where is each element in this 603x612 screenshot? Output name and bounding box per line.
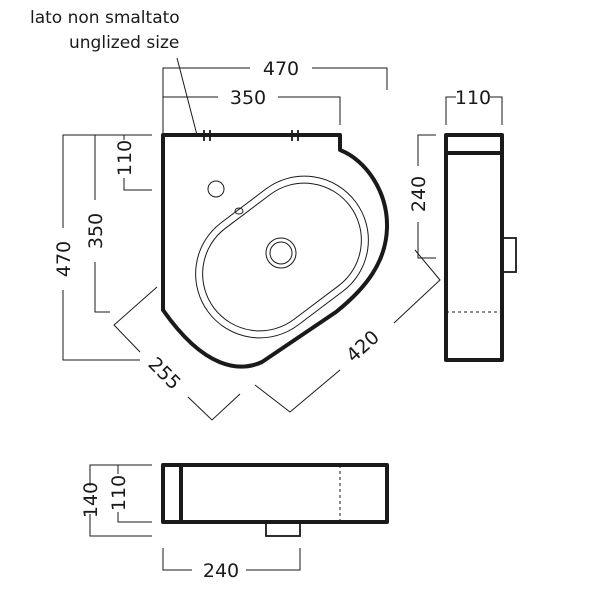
bowl [195,175,369,339]
side-outline [444,133,504,362]
drain-icon [265,237,297,269]
side-drain [501,237,517,273]
dim-front-width: 240 [162,548,301,582]
dim-diag-short-label: 255 [144,353,185,394]
dim-left-total-label: 470 [53,241,75,277]
note-line-1: lato non smaltato [30,8,180,28]
dim-diag-short: 255 [113,286,241,421]
tap-hole-icon [207,180,225,198]
dim-side-width: 110 [445,87,503,125]
overflow-icon [234,207,244,215]
dim-left-small: 110 [114,134,152,191]
dim-front-inner: 110 [108,464,152,523]
front-outline [161,463,389,524]
dim-front-inner-label: 110 [108,475,130,511]
front-view [161,463,389,537]
dim-front-width-label: 240 [203,560,239,582]
side-view [444,133,517,362]
dim-left-mid-label: 350 [85,213,107,249]
front-drain [265,521,301,537]
dim-side-height: 240 [408,134,436,259]
dim-diag-long-label: 420 [342,326,384,367]
plan-view [161,130,390,369]
dim-side-width-label: 110 [455,87,491,109]
note-line-2: unglized size [69,33,179,53]
dim-front-total-label: 140 [80,482,102,518]
basin-outline [161,133,390,369]
dim-top-inner-label: 350 [230,87,266,109]
dim-left-total: 470 [53,134,152,361]
dim-left-small-label: 110 [114,140,136,176]
dim-top-width: 470 [162,58,388,135]
dim-top-inner: 350 [163,87,341,125]
drain-inner [269,241,293,265]
dim-diag-long: 420 [254,249,441,413]
dim-top-width-label: 470 [263,58,299,80]
dim-side-height-label: 240 [408,176,430,212]
